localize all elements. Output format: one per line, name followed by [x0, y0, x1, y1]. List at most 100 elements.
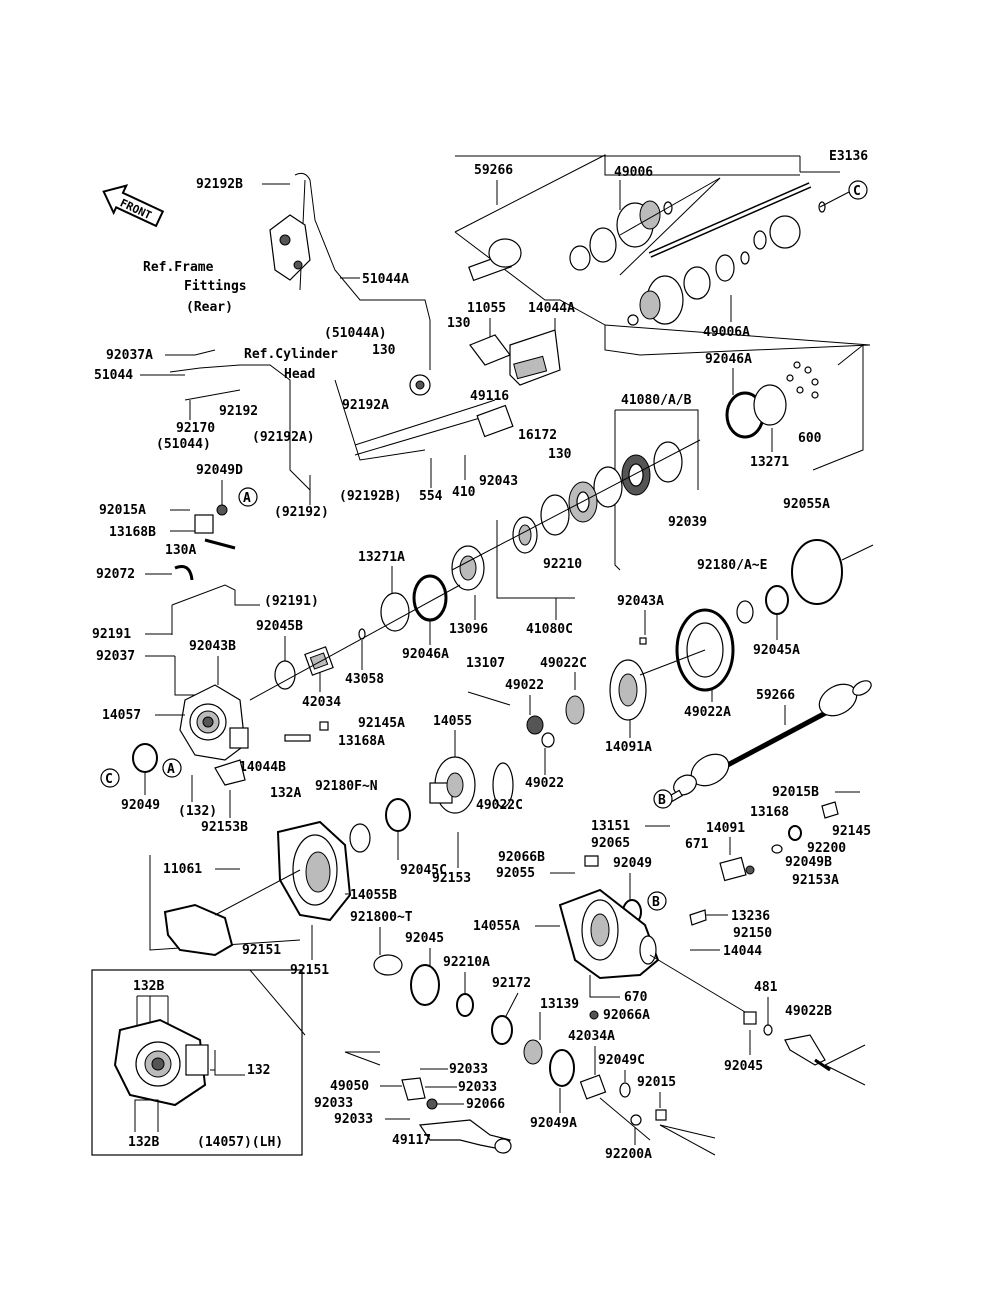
part-number-label: 49022: [525, 776, 564, 791]
part-number-label: 16172: [518, 428, 557, 443]
part-number-label: Head: [284, 367, 315, 382]
part-number-label: 41080/A/B: [621, 393, 692, 408]
part-number-label: 92200: [807, 841, 846, 856]
part-number-label: 92210: [543, 557, 582, 572]
part-number-label: 130A: [165, 543, 196, 558]
part-number-label: (92192): [274, 505, 329, 520]
actuator-part: [719, 856, 755, 882]
part-number-label: 92150: [733, 926, 772, 941]
part-number-label: 92180/A~E: [697, 558, 767, 573]
part-number-label: 92037A: [106, 348, 153, 363]
part-number-label: (Rear): [186, 300, 233, 315]
part-number-label: 132B: [133, 979, 164, 994]
part-number-label: 14091A: [605, 740, 652, 755]
part-number-label: 130: [548, 447, 572, 462]
part-number-label: 14044A: [528, 301, 575, 316]
part-number-label: 51044: [94, 368, 133, 383]
part-number-label: 410: [452, 485, 476, 500]
part-number-label: 11055: [467, 301, 506, 316]
drive-shaft-part: [661, 680, 872, 807]
bolt-part: [284, 721, 329, 742]
part-number-label: 92210A: [443, 955, 490, 970]
part-number-label: 92015B: [772, 785, 819, 800]
part-number-label: 92049: [613, 856, 652, 871]
ball-set-part: [786, 361, 819, 399]
part-number-label: 92153B: [201, 820, 248, 835]
part-number-label: 92180F~N: [315, 779, 378, 794]
lh-housing-part: [113, 1018, 209, 1107]
part-number-label: 14055: [433, 714, 472, 729]
part-number-label: 14044: [723, 944, 762, 959]
part-number-label: 92066B: [498, 850, 545, 865]
part-number-label: 92045B: [256, 619, 303, 634]
part-number-label: 92066A: [603, 1008, 650, 1023]
cover-part: [163, 820, 352, 957]
part-number-label: 49022: [505, 678, 544, 693]
ring-gear-part: [609, 608, 735, 721]
part-number-label: 49022B: [785, 1004, 832, 1019]
part-number-label: B: [658, 793, 666, 808]
part-number-label: A: [167, 762, 175, 777]
part-number-label: (92191): [264, 594, 319, 609]
part-number-label: 92033: [458, 1080, 497, 1095]
part-number-label: 43058: [345, 672, 384, 687]
part-number-label: 92037: [96, 649, 135, 664]
part-number-label: (132): [178, 804, 217, 819]
pinion-shaft-part: [784, 1034, 831, 1072]
part-number-label: 49022C: [540, 656, 587, 671]
part-number-label: 92049C: [598, 1053, 645, 1068]
part-number-label: 13139: [540, 997, 579, 1012]
bearing-part: [523, 1039, 667, 1126]
part-number-label: 132B: [128, 1135, 159, 1150]
part-number-label: 92153A: [792, 873, 839, 888]
part-number-label: 92046A: [402, 647, 449, 662]
part-number-label: 92043: [479, 474, 518, 489]
part-number-label: 92145A: [358, 716, 405, 731]
part-number-label: 92033: [314, 1096, 353, 1111]
part-number-label: 92049D: [196, 463, 243, 478]
part-number-label: 13236: [731, 909, 770, 924]
part-number-label: 92049: [121, 798, 160, 813]
part-number-label: 92046A: [705, 352, 752, 367]
part-number-label: 92055A: [783, 497, 830, 512]
part-number-label: 92043B: [189, 639, 236, 654]
part-number-label: 600: [798, 431, 822, 446]
part-number-label: 481: [754, 980, 778, 995]
part-number-label: 13107: [466, 656, 505, 671]
part-number-label: 14044B: [239, 760, 286, 775]
clip-part: [194, 504, 236, 550]
part-number-label: 92192B: [196, 177, 243, 192]
part-number-label: 92191: [92, 627, 131, 642]
part-number-label: 49022A: [684, 705, 731, 720]
part-number-label: 92043A: [617, 594, 664, 609]
part-number-label: Fittings: [184, 279, 247, 294]
part-number-label: 59266: [474, 163, 513, 178]
part-number-label: 92172: [492, 976, 531, 991]
frame-fitting-part: [269, 214, 311, 281]
part-number-label: 132: [247, 1063, 270, 1078]
part-number-label: 92065: [591, 836, 630, 851]
clutch-pack-part: [451, 441, 683, 591]
cv-joint-part: [468, 200, 826, 326]
pinion-part: [304, 646, 334, 676]
part-number-label: 130: [372, 343, 396, 358]
part-number-label: 130: [447, 316, 471, 331]
part-number-label: 92049B: [785, 855, 832, 870]
part-number-label: 92055: [496, 866, 535, 881]
part-number-label: 92033: [334, 1112, 373, 1127]
part-number-label: (92192A): [252, 430, 315, 445]
spider-gear-part: [492, 695, 585, 808]
lever-part: [409, 374, 514, 438]
part-number-label: 92045A: [753, 643, 800, 658]
left-housing-part: [179, 684, 249, 761]
part-number-label: 13096: [449, 622, 488, 637]
part-number-label: 49117: [392, 1133, 431, 1148]
part-number-label: C: [105, 772, 113, 787]
part-number-label: 13271A: [358, 550, 405, 565]
part-number-label: 92039: [668, 515, 707, 530]
part-number-label: 13168B: [109, 525, 156, 540]
part-number-label: 14055A: [473, 919, 520, 934]
right-housing-part: [558, 888, 660, 980]
part-number-label: 92045: [405, 931, 444, 946]
